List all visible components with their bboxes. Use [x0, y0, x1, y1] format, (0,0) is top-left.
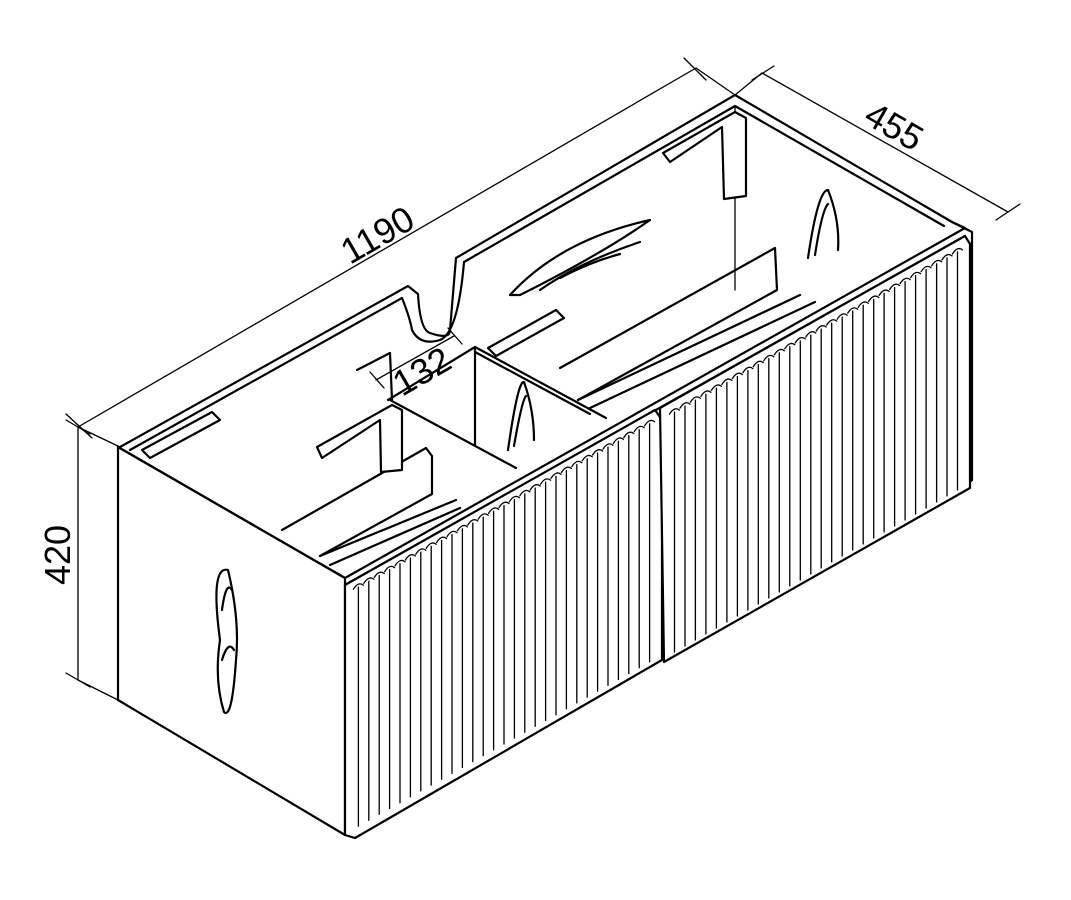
height-dimension: 420: [37, 419, 119, 701]
flute-cap: [731, 372, 744, 380]
flute-cap: [700, 390, 712, 397]
swirl-logo-right: [806, 188, 840, 260]
flute-cap: [668, 408, 681, 415]
flute-cap: [643, 419, 656, 427]
flute-cap: [446, 530, 458, 538]
depth-label: 455: [858, 93, 931, 159]
flute-cap: [742, 366, 754, 374]
drawer-left: [343, 408, 664, 840]
flute-cap: [794, 336, 806, 344]
flute-cap: [941, 253, 953, 261]
flute-cap: [909, 271, 922, 279]
flute-cap: [363, 577, 375, 584]
flute-cap: [679, 402, 691, 409]
flute-cap: [612, 437, 625, 444]
flute-cap: [857, 301, 869, 308]
flute-cap: [560, 466, 573, 474]
width-label: 1190: [334, 198, 422, 272]
flute-cap: [815, 325, 827, 332]
left-side-panel: [116, 445, 347, 837]
depth-dimension: 455: [734, 65, 1021, 221]
flute-cap: [581, 454, 593, 462]
flute-cap: [805, 331, 817, 338]
flute-cap: [951, 247, 964, 255]
flute-cap: [394, 559, 406, 567]
flute-cap: [456, 524, 469, 532]
flute-cap: [415, 548, 427, 555]
flute-cap: [352, 583, 365, 590]
flute-cap: [773, 348, 785, 356]
drawer-right: [658, 234, 972, 664]
flute-cap: [529, 484, 541, 491]
bracket-middle: [486, 308, 566, 358]
bracket-left: [315, 403, 404, 474]
swirl-logo-back: [508, 218, 652, 297]
flute-cap: [487, 507, 500, 514]
flute-cap: [508, 495, 521, 503]
flute-cap: [425, 542, 437, 549]
flute-cap: [868, 295, 880, 303]
flute-cap: [752, 360, 764, 368]
flute-cap: [633, 425, 645, 433]
cabinet-interior: [118, 93, 954, 567]
flute-cap: [888, 283, 901, 291]
swirl-logo-side: [215, 568, 239, 715]
height-label: 420: [37, 525, 78, 585]
flute-cap: [763, 354, 775, 362]
flute-cap: [623, 431, 635, 439]
flute-cap: [689, 396, 702, 403]
flute-cap: [467, 519, 479, 526]
flute-cap: [826, 319, 838, 326]
flute-cap: [498, 501, 510, 509]
flute-cap: [373, 571, 385, 579]
flute-cap: [435, 536, 448, 544]
flute-cap: [899, 277, 911, 285]
flute-cap: [784, 342, 796, 350]
flute-cap: [847, 307, 859, 314]
flute-cap: [591, 449, 604, 456]
flute-cap: [571, 460, 583, 468]
gap-dimension: 132: [369, 327, 463, 404]
flute-cap: [930, 259, 943, 267]
flute-cap: [710, 384, 723, 391]
flute-cap: [383, 565, 396, 573]
flute-cap: [519, 489, 531, 497]
flute-cap: [477, 513, 489, 520]
flute-cap: [920, 265, 932, 273]
flute-cap: [404, 554, 417, 561]
flute-cap: [721, 378, 733, 386]
flute-cap: [602, 443, 614, 450]
flute-cap: [878, 289, 890, 297]
flute-cap: [836, 313, 848, 320]
flute-cap: [539, 478, 552, 485]
flute-cap: [550, 472, 562, 479]
swirl-logo-partition: [506, 380, 536, 452]
bracket-front-left: [140, 410, 222, 460]
bracket-back-right: [661, 110, 748, 201]
